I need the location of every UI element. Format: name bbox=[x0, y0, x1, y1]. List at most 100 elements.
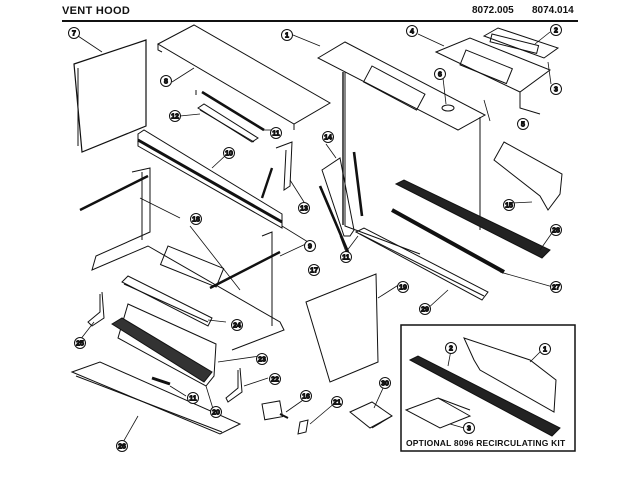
part-fan-housing bbox=[117, 303, 217, 387]
svg-text:23: 23 bbox=[258, 357, 266, 364]
callout-14: 14 bbox=[322, 131, 334, 143]
leader-lines bbox=[77, 31, 555, 445]
part-top-cover bbox=[156, 24, 331, 130]
svg-text:18: 18 bbox=[192, 217, 200, 224]
part-mounting-bracket-left bbox=[87, 291, 105, 327]
svg-text:17: 17 bbox=[310, 268, 318, 275]
callout-29: 29 bbox=[419, 303, 431, 315]
part-deflector bbox=[493, 141, 563, 211]
callout-11-b: 11 bbox=[340, 251, 352, 263]
kit-callout-2: 2 bbox=[445, 342, 457, 354]
svg-text:11: 11 bbox=[342, 255, 350, 262]
svg-text:3: 3 bbox=[467, 426, 471, 433]
callout-25: 25 bbox=[74, 337, 86, 349]
callout-15: 15 bbox=[503, 199, 515, 211]
svg-text:21: 21 bbox=[333, 400, 341, 407]
callout-22: 22 bbox=[269, 373, 281, 385]
callout-16: 16 bbox=[300, 390, 312, 402]
svg-text:25: 25 bbox=[76, 341, 84, 348]
part-duct-adapter bbox=[434, 37, 552, 115]
svg-text:13: 13 bbox=[300, 206, 308, 213]
part-hood-body bbox=[316, 41, 487, 255]
svg-text:2: 2 bbox=[449, 346, 453, 353]
part-filter-channel bbox=[354, 227, 489, 301]
part-damper bbox=[482, 27, 560, 59]
callout-19: 19 bbox=[397, 281, 409, 293]
part-mounting-bracket-right bbox=[225, 367, 243, 403]
callout-23: 23 bbox=[256, 353, 268, 365]
svg-text:11: 11 bbox=[272, 131, 280, 138]
part-side-bracket bbox=[318, 151, 364, 253]
callout-21: 21 bbox=[331, 396, 343, 408]
kit-caption: OPTIONAL 8096 RECIRCULATING KIT bbox=[406, 438, 566, 448]
svg-text:15: 15 bbox=[505, 203, 513, 210]
callout-30: 30 bbox=[379, 377, 391, 389]
part-clip bbox=[297, 419, 309, 435]
part-filter bbox=[394, 179, 551, 259]
header-rule bbox=[62, 20, 578, 22]
part-front-grille bbox=[137, 129, 283, 229]
callout-11: 11 bbox=[270, 127, 282, 139]
svg-text:8: 8 bbox=[164, 79, 168, 86]
callout-1: 1 bbox=[281, 29, 293, 41]
callout-3: 3 bbox=[550, 83, 562, 95]
callout-2: 2 bbox=[550, 24, 562, 36]
kit-callout-1: 1 bbox=[539, 343, 551, 355]
svg-text:28: 28 bbox=[552, 228, 560, 235]
part-rail-channel bbox=[197, 103, 259, 143]
part-motor bbox=[261, 400, 289, 421]
callout-12: 12 bbox=[169, 110, 181, 122]
part-blower-wheel bbox=[111, 317, 213, 383]
svg-text:2: 2 bbox=[554, 28, 558, 35]
recirculating-kit-box bbox=[400, 324, 576, 452]
part-trim-strip bbox=[121, 275, 213, 327]
svg-text:5: 5 bbox=[521, 122, 525, 129]
svg-text:1: 1 bbox=[285, 33, 289, 40]
part-bottom-panel bbox=[70, 361, 242, 435]
part-parts-bag bbox=[349, 401, 393, 429]
svg-text:29: 29 bbox=[421, 307, 429, 314]
callout-24: 24 bbox=[231, 319, 243, 331]
svg-text:20: 20 bbox=[212, 410, 220, 417]
model-number-1: 8072.005 bbox=[472, 5, 514, 16]
part-side-panel-left bbox=[73, 39, 147, 153]
svg-text:10: 10 bbox=[225, 151, 233, 158]
callout-17: 17 bbox=[308, 264, 320, 276]
callout-11-c: 11 bbox=[187, 392, 199, 404]
callout-28: 28 bbox=[550, 224, 562, 236]
callout-10: 10 bbox=[223, 147, 235, 159]
svg-text:9: 9 bbox=[308, 244, 312, 251]
svg-text:30: 30 bbox=[381, 381, 389, 388]
callout-18: 18 bbox=[190, 213, 202, 225]
svg-text:4: 4 bbox=[410, 29, 414, 36]
callout-group: 7 8 1 4 2 3 6 5 12 11 14 13 10 9 18 11 1… bbox=[68, 24, 562, 452]
callout-6: 6 bbox=[434, 68, 446, 80]
svg-text:3: 3 bbox=[554, 87, 558, 94]
part-switch-strip bbox=[151, 376, 171, 386]
part-strip bbox=[201, 90, 265, 132]
callout-26: 26 bbox=[116, 440, 128, 452]
svg-text:19: 19 bbox=[399, 285, 407, 292]
model-number-2: 8074.014 bbox=[532, 5, 574, 16]
callout-20: 20 bbox=[210, 406, 222, 418]
svg-text:11: 11 bbox=[189, 396, 197, 403]
callout-9: 9 bbox=[304, 240, 316, 252]
kit-callout-3: 3 bbox=[463, 422, 475, 434]
svg-text:16: 16 bbox=[302, 394, 310, 401]
callout-7: 7 bbox=[68, 27, 80, 39]
part-bracket bbox=[260, 141, 293, 199]
svg-text:27: 27 bbox=[552, 285, 560, 292]
svg-text:7: 7 bbox=[72, 31, 76, 38]
svg-text:6: 6 bbox=[438, 72, 442, 79]
callout-13: 13 bbox=[298, 202, 310, 214]
part-side-panel-right bbox=[305, 273, 379, 383]
svg-text:24: 24 bbox=[233, 323, 241, 330]
callout-5: 5 bbox=[517, 118, 529, 130]
part-frame bbox=[79, 167, 285, 351]
diagram-title: VENT HOOD bbox=[62, 5, 131, 17]
callout-4: 4 bbox=[406, 25, 418, 37]
svg-text:1: 1 bbox=[543, 347, 547, 354]
svg-text:12: 12 bbox=[171, 114, 179, 121]
callout-8: 8 bbox=[160, 75, 172, 87]
